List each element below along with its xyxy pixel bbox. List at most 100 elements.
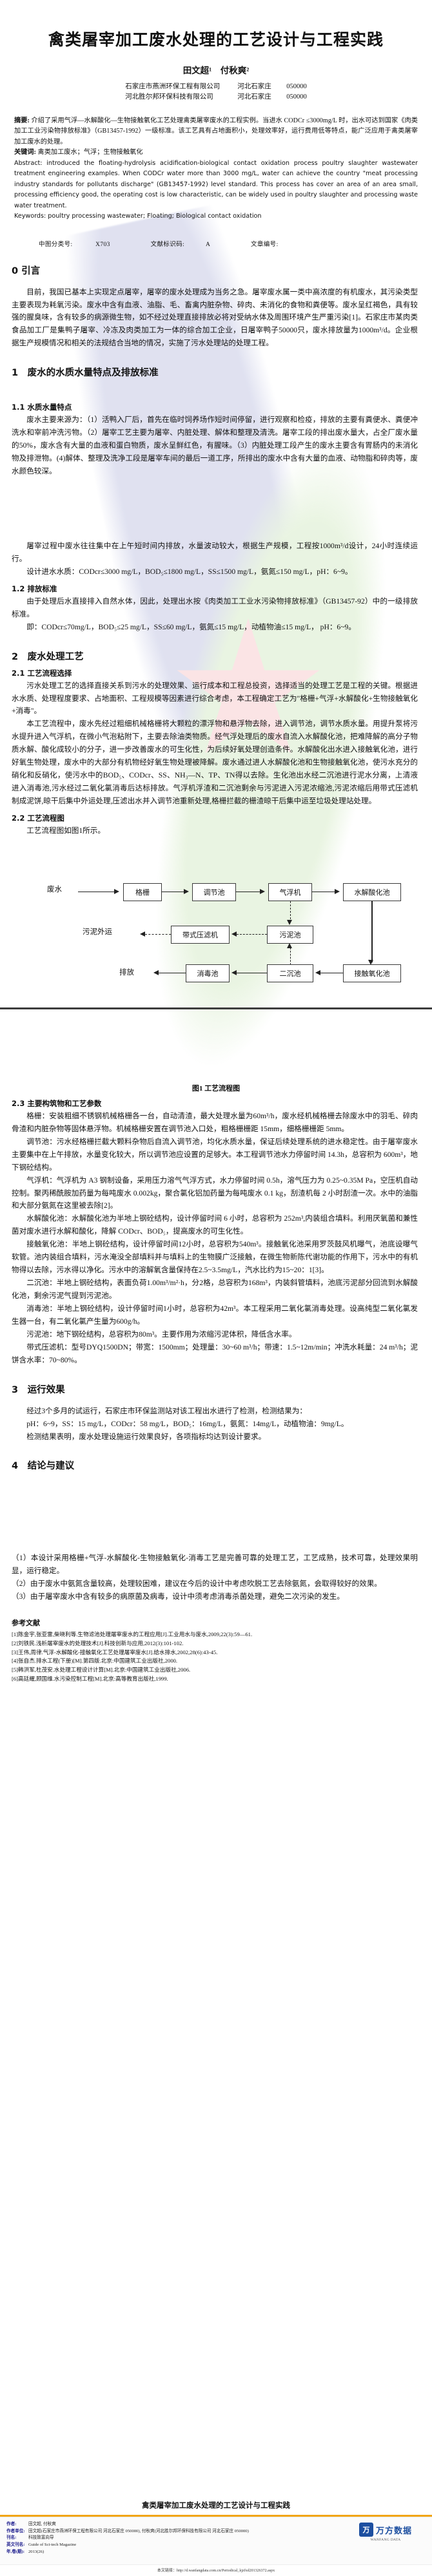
section-heading-3: 3 运行效果 bbox=[12, 1384, 65, 1395]
classification-label: 中图分类号: bbox=[39, 241, 73, 248]
section-2-3-paragraph-2: 调节池：污水经格栅拦截大颗料杂物后自流入调节池，均化水质水量，保证后续处理系统的… bbox=[12, 1137, 418, 1172]
section-4-paragraph-2: （2）由于废水中氨氮含量较高，处理较困难，建议在今后的设计中考虑吹脱工艺去除氨氮… bbox=[12, 1579, 382, 1589]
affiliation-name: 石家庄市燕洲环保工程有限公司 bbox=[125, 83, 221, 90]
reference-item: [3]王伟,周律.气浮-水解酸化-接触氧化工艺处理屠宰废水[J].给水排水,20… bbox=[12, 1648, 218, 1655]
artnum-field: 文章编号: bbox=[251, 242, 317, 248]
reference-item: [5]韩洪军,杜茂安.水处理工程设计计算[M].北京:中国建筑工业出版社,200… bbox=[12, 1666, 191, 1674]
footer-accent-bar bbox=[0, 2515, 432, 2517]
reference-item: [2]刘铁民.浅析屠宰废水的处理技术[J].科技创新与应用,2012(3):10… bbox=[12, 1639, 184, 1646]
footer-meta-key: 作者单位: bbox=[6, 2528, 25, 2533]
section-2-3-paragraph-6: 二沉池：半地上钢砼结构，表面负荷1.00m³/m²·h，分2格，总容积为168m… bbox=[12, 1279, 418, 1301]
wanfang-logo-text: 万方数据 bbox=[375, 2526, 412, 2536]
section-2-1-paragraph-2: 本工艺流程中，废水先经过粗细机械格栅将大颗粒的漂浮物和悬浮物去除，进入调节池，调… bbox=[12, 720, 418, 806]
section-3-paragraph-2: pH：6~9，SS：15 mg/L，CODcr：58 mg/L，BOD₅：16m… bbox=[26, 1419, 349, 1428]
section-1-2-paragraph-2: 即：CODcr≤70mg/L，BOD₅≤25 mg/L，SS≤60 mg/L，氨… bbox=[26, 622, 356, 631]
reference-item: [1]陈金宇,张亚雷,柴晓利等.生物滤池处理屠宰废水的工程应用[J].工业用水与… bbox=[12, 1631, 253, 1638]
flow-node-hydrolysis-acidification-tank: 水解酸化池 bbox=[343, 883, 401, 901]
affiliation-city: 河北石家庄 bbox=[237, 83, 271, 90]
affiliation-city: 河北石家庄 bbox=[237, 93, 271, 101]
wanfang-logo[interactable]: 万 万方数据 WANFANG DATA bbox=[346, 2521, 426, 2562]
section-2-3-paragraph-3: 气浮机：气浮机为 A3 钢制设备，采用压力溶气气浮方式，水力停留时间 0.5h，… bbox=[12, 1176, 418, 1210]
footer-meta-key: 年,卷(期): bbox=[6, 2549, 25, 2554]
section-2-3-paragraph-5: 接触氧化池：半地上钢砼结构，设计停留时间12小时，总容积为540m³。接触氧化池… bbox=[12, 1240, 418, 1275]
section-2-3-paragraph-4: 水解酸化池：水解酸化池为半地上钢砼结构，设计停留时间 6 小时，总容积为 252… bbox=[12, 1214, 418, 1236]
footer-meta-value[interactable]: 田文超(石家庄市燕洲环保工程有限公司 河北石家庄 050000), 付秋爽(河北… bbox=[28, 2528, 249, 2533]
section-2-3-paragraph-8: 污泥池：地下钢砼结构，总容积为80m³。主要作用为浓缩污泥体积，降低含水率。 bbox=[26, 1330, 297, 1339]
footer-meta-value[interactable]: 科技致富向导 bbox=[28, 2535, 54, 2541]
subsection-heading-2-3: 2.3 主要构筑物和工艺参数 bbox=[12, 1098, 102, 1108]
section-0-paragraph: 目前，我国已基本上实现定点屠宰，屠宰的废水处理成为当务之急。屠宰废水属一类中高浓… bbox=[12, 287, 418, 348]
footer-meta-row: 年,卷(期): 2013(26) bbox=[6, 2549, 346, 2556]
footer-meta-value[interactable]: Guide of Sci-tech Magazine bbox=[28, 2543, 77, 2548]
section-3-paragraph-3: 检测结果表明，废水处理设施运行效果良好，各项指标均达到设计要求。 bbox=[26, 1432, 266, 1441]
flow-node-sludge-tank: 污泥池 bbox=[267, 925, 313, 944]
flow-label-sludge-out: 污泥外运 bbox=[83, 928, 112, 936]
abstract-text: 介绍了采用气浮—水解酸化—生物接触氧化工艺处理禽类屠宰废水的工程实例。当进水 C… bbox=[14, 117, 418, 146]
section-1-1-paragraph-3: 设计进水水质：CODcr≤3000 mg/L，BOD₅≤1800 mg/L，SS… bbox=[26, 567, 353, 576]
section-4-paragraph-1: （1）本设计采用格栅+气浮-水解酸化-生物接触氧化-消毒工艺是完善可靠的处理工艺… bbox=[12, 1554, 418, 1576]
flow-node-equalization-tank: 调节池 bbox=[192, 883, 236, 901]
abstract-en: Abstract: introduced the floating-hydrol… bbox=[14, 159, 418, 209]
footer-meta-key: 作者: bbox=[6, 2522, 17, 2526]
keywords-text: 禽类加工废水；气浮；生物接触氧化 bbox=[37, 149, 143, 157]
author-list: 田文超¹ 付秋爽² bbox=[182, 66, 250, 75]
doccode-value: A bbox=[205, 241, 211, 248]
flow-node-secondary-clarifier: 二沉池 bbox=[267, 964, 313, 982]
doccode-label: 文献标识码: bbox=[150, 241, 185, 248]
section-heading-0: 0 引言 bbox=[12, 265, 41, 276]
flow-node-disinfection-tank: 消毒池 bbox=[186, 964, 230, 982]
footer-article-title: 禽类屠宰加工废水处理的工艺设计与工程实践 bbox=[142, 2501, 290, 2510]
affiliation-zip: 050000 bbox=[286, 93, 307, 101]
flow-node-belt-filter-press: 带式压滤机 bbox=[171, 925, 230, 944]
affiliation-zip: 050000 bbox=[286, 83, 307, 90]
wanfang-logo-icon: 万 bbox=[358, 2523, 373, 2537]
footer-metadata-list: 作者: 田文超, 付秋爽 作者单位: 田文超(石家庄市燕洲环保工程有限公司 河北… bbox=[6, 2521, 346, 2562]
classification-value: X703 bbox=[95, 241, 110, 248]
footer-meta-row: 作者: 田文超, 付秋爽 bbox=[6, 2521, 346, 2528]
section-2-2-paragraph-1: 工艺流程图如图1所示。 bbox=[26, 826, 105, 835]
classification-line: 中图分类号: X703 文献标识码: A 文章编号: bbox=[39, 239, 432, 248]
reference-item: [4]张自杰.排水工程(下册)[M].第四版.北京:中国建筑工业出版社,2000… bbox=[12, 1657, 178, 1665]
page-separator bbox=[0, 1007, 432, 1009]
footer-permalink[interactable]: 本文链接：http://d.wanfangdata.com.cn/Periodi… bbox=[0, 2564, 432, 2576]
process-flow-diagram: 废水 格栅 调节池 气浮机 水解酸化池 污泥外运 带式压滤机 污泥池 bbox=[16, 848, 416, 982]
figure-caption: 图1 工艺流程图 bbox=[191, 1084, 241, 1092]
footer-meta-row: 英文刊名: Guide of Sci-tech Magazine bbox=[6, 2542, 346, 2549]
page-title: 禽类屠宰加工废水处理的工艺设计与工程实践 bbox=[48, 32, 384, 49]
wanfang-logo-subtext: WANFANG DATA bbox=[370, 2538, 401, 2542]
section-4-paragraph-3: （3）由于屠宰废水中含有较多的病原菌及病毒，设计中须考虑消毒杀菌处理，避免二次污… bbox=[12, 1592, 344, 1601]
flow-node-contact-oxidation-tank: 接触氧化池 bbox=[343, 964, 401, 982]
affiliation-name: 河北胜尔邦环保科技有限公司 bbox=[125, 93, 213, 101]
section-heading-4: 4 结论与建议 bbox=[12, 1461, 75, 1472]
section-3-paragraph-1: 经过3个多月的试运行，石家庄市环保监测站对该工程出水进行了检测，检测结果为： bbox=[26, 1406, 307, 1415]
abstract-block: 摘要: 介绍了采用气浮—水解酸化—生物接触氧化工艺处理禽类屠宰废水的工程实例。当… bbox=[14, 116, 418, 222]
section-1-1-paragraph-1: 废水主要来源为：（1）活鸭入厂后，首先在临时饲养场作短时间停留，进行观察和检疫，… bbox=[12, 415, 418, 476]
section-2-3-paragraph-7: 消毒池：半地上钢砼结构，设计停留时间1小时，总容积为42m³。本工程采用二氧化氯… bbox=[12, 1304, 418, 1326]
keywords-cn: 关键词: 禽类加工废水；气浮；生物接触氧化 bbox=[14, 148, 418, 158]
section-heading-1: 1 废水的水质水量特点及排放标准 bbox=[12, 368, 159, 379]
flow-label-influent: 废水 bbox=[47, 885, 62, 893]
footer-meta-key: 刊名: bbox=[6, 2535, 17, 2541]
affiliation-row: 河北胜尔邦环保科技有限公司 河北石家庄 050000 bbox=[0, 92, 432, 102]
keywords-en: Keywords: poultry processing wastewater;… bbox=[14, 213, 262, 220]
wanfang-footer: 禽类屠宰加工废水处理的工艺设计与工程实践 作者: 田文超, 付秋爽 作者单位: … bbox=[0, 2496, 432, 2576]
references-heading: 参考文献 bbox=[12, 1619, 40, 1628]
section-1-1-paragraph-2: 屠宰过程中废水往往集中在上午短时间内排放，水量波动较大，根据生产规模，工程按10… bbox=[12, 541, 418, 563]
abstract-label: 摘要: bbox=[14, 117, 30, 124]
section-heading-2: 2 废水处理工艺 bbox=[12, 651, 84, 662]
subsection-heading-1-1: 1.1 水质水量特点 bbox=[12, 403, 72, 412]
abstract-cn: 摘要: 介绍了采用气浮—水解酸化—生物接触氧化工艺处理禽类屠宰废水的工程实例。当… bbox=[14, 116, 418, 148]
section-1-2-paragraph-1: 由于处理后水直接排入自然水体，因此，处理出水按《肉类加工工业水污染物排放标准》（… bbox=[12, 596, 418, 618]
reference-item: [6]高廷耀,顾国维.水污染控制工程[M].北京:高等教育出版社,1999. bbox=[12, 1675, 168, 1682]
flow-node-grille: 格栅 bbox=[123, 883, 162, 901]
section-2-3-paragraph-9: 带式压滤机：型号DYQ1500DN；带宽：1500mm；处理量：30~60 m³… bbox=[12, 1342, 418, 1364]
section-2-1-paragraph-1: 污水处理工艺的选择直接关系到污水的处理效果、运行成本和工程总投资，选择适当的处理… bbox=[12, 681, 418, 716]
keywords-label: 关键词: bbox=[14, 149, 36, 157]
footer-meta-value[interactable]: 田文超, 付秋爽 bbox=[28, 2522, 56, 2526]
classification-field: 中图分类号: X703 bbox=[39, 242, 130, 248]
subsection-heading-2-2: 2.2 工艺流程图 bbox=[12, 813, 64, 823]
section-2-3-paragraph-1: 格栅：安装粗细不锈钢机械格栅各一台，自动清渣，最大处理水量为60m³/h，废水经… bbox=[12, 1111, 418, 1133]
footer-meta-value[interactable]: 2013(26) bbox=[28, 2549, 44, 2554]
